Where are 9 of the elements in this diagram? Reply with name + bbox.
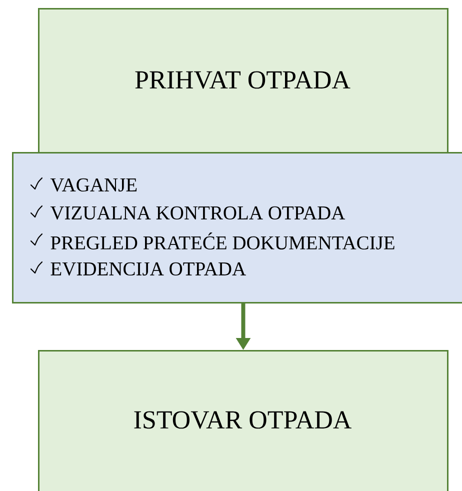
check-item: EVIDENCIJA OTPADA [50, 262, 246, 276]
check-item: VIZUALNA KONTROLA OTPADA [50, 206, 346, 220]
check-item: VAGANJE [50, 178, 137, 192]
check-item: PREGLED PRATEĆE DOKUMENTACIJE [50, 232, 394, 250]
box-title: PRIHVAT OTPADA [135, 71, 350, 89]
checklist-box [12, 152, 462, 304]
box-title: ISTOVAR OTPADA [134, 411, 352, 429]
process-box [38, 350, 448, 491]
process-box [38, 8, 448, 154]
